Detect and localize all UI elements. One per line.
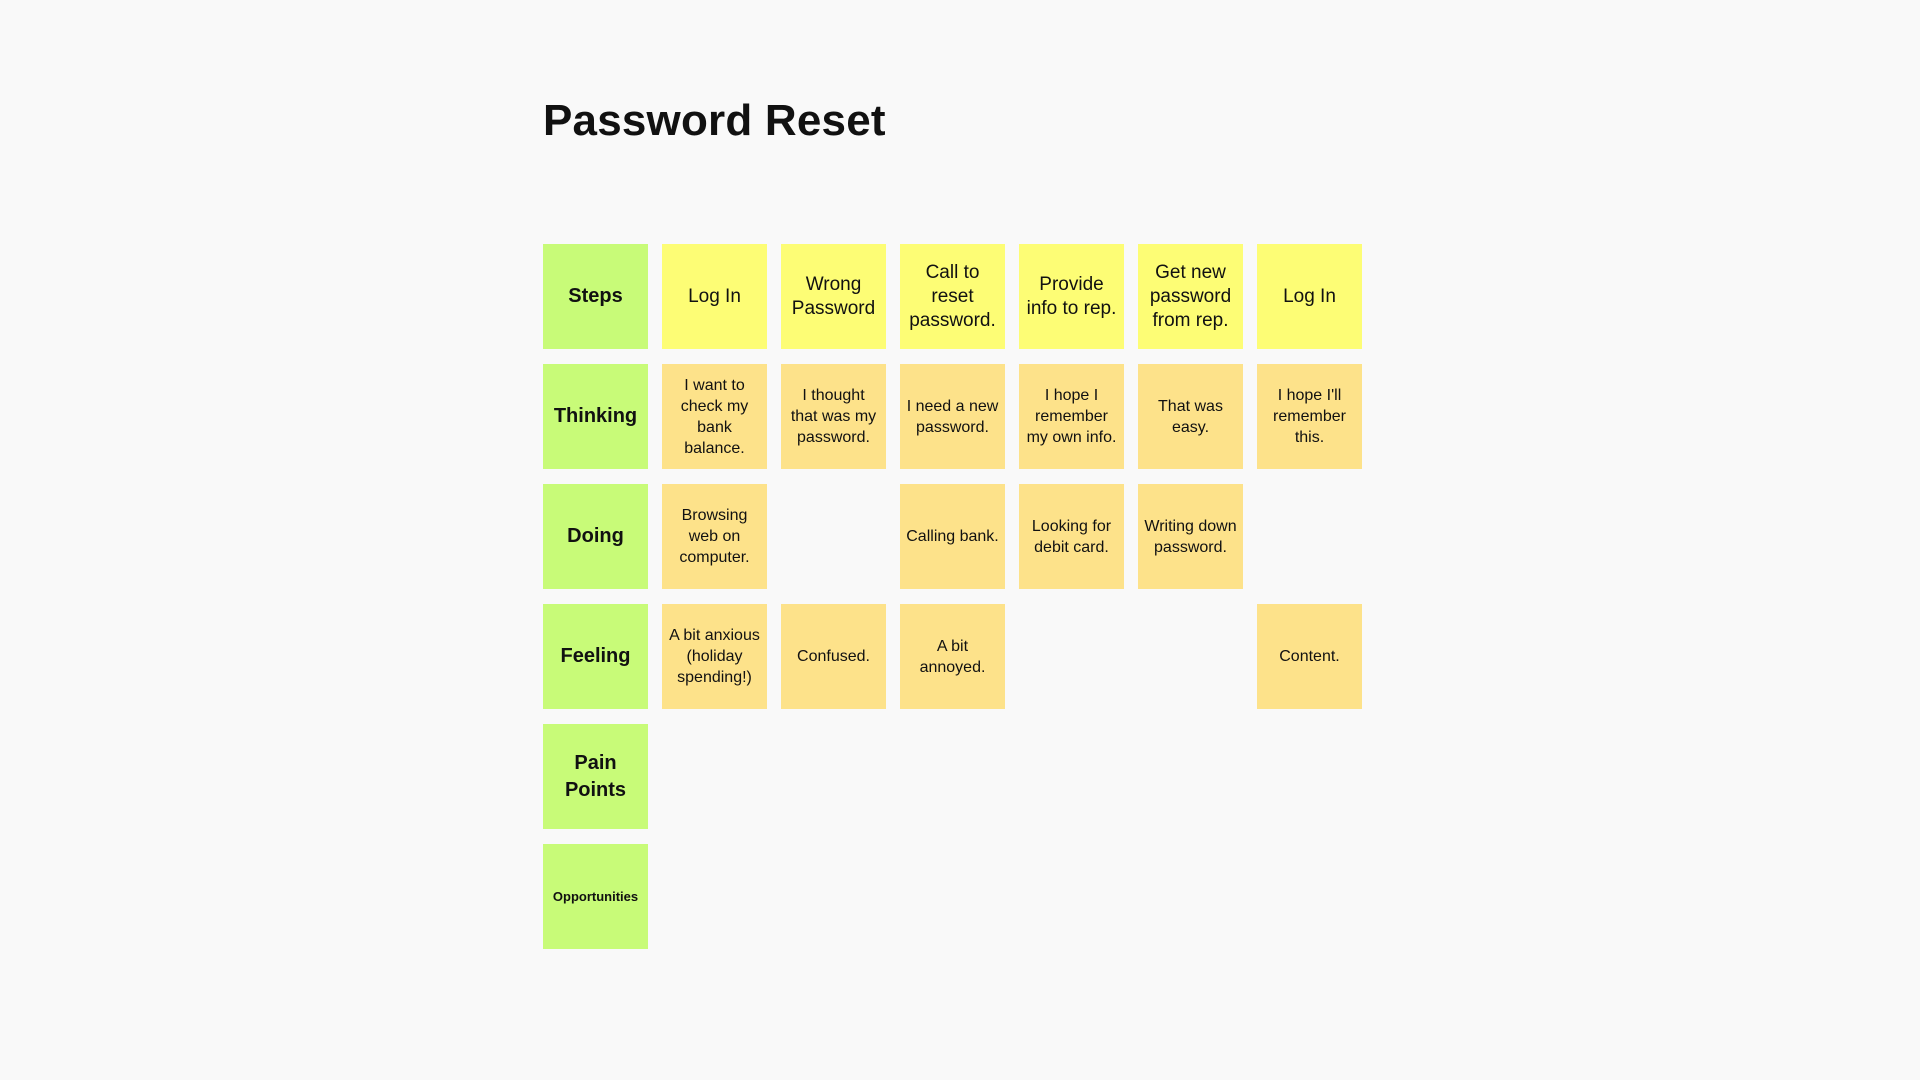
row-thinking: Thinking I want to check my bank balance… <box>543 364 1376 469</box>
row-feeling: Feeling A bit anxious (holiday spending!… <box>543 604 1376 709</box>
step-note[interactable]: Log In <box>662 244 767 349</box>
row-label-opportunities[interactable]: Opportunities <box>543 844 648 949</box>
row-opportunities: Opportunities <box>543 844 1376 949</box>
doing-note[interactable]: Writing down password. <box>1138 484 1243 589</box>
row-label-pain-points[interactable]: Pain Points <box>543 724 648 829</box>
thinking-note[interactable]: I hope I'll remember this. <box>1257 364 1362 469</box>
thinking-note[interactable]: I need a new password. <box>900 364 1005 469</box>
feeling-note[interactable]: Confused. <box>781 604 886 709</box>
thinking-note[interactable]: I thought that was my password. <box>781 364 886 469</box>
step-note[interactable]: Log In <box>1257 244 1362 349</box>
doing-note[interactable]: Browsing web on computer. <box>662 484 767 589</box>
row-pain-points: Pain Points <box>543 724 1376 829</box>
empty-slot <box>781 484 886 589</box>
feeling-note[interactable]: A bit annoyed. <box>900 604 1005 709</box>
doing-note[interactable]: Looking for debit card. <box>1019 484 1124 589</box>
journey-map-board: Steps Log In Wrong Password Call to rese… <box>543 244 1376 964</box>
thinking-note[interactable]: That was easy. <box>1138 364 1243 469</box>
page-title: Password Reset <box>543 96 886 145</box>
feeling-note[interactable]: Content. <box>1257 604 1362 709</box>
row-doing: Doing Browsing web on computer. Calling … <box>543 484 1376 589</box>
step-note[interactable]: Provide info to rep. <box>1019 244 1124 349</box>
doing-note[interactable]: Calling bank. <box>900 484 1005 589</box>
step-note[interactable]: Wrong Password <box>781 244 886 349</box>
thinking-note[interactable]: I hope I remember my own info. <box>1019 364 1124 469</box>
row-label-thinking[interactable]: Thinking <box>543 364 648 469</box>
thinking-note[interactable]: I want to check my bank balance. <box>662 364 767 469</box>
row-label-steps[interactable]: Steps <box>543 244 648 349</box>
empty-slot <box>1138 604 1243 709</box>
feeling-note[interactable]: A bit anxious (holiday spending!) <box>662 604 767 709</box>
empty-slot <box>1019 604 1124 709</box>
empty-slot <box>1257 484 1362 589</box>
step-note[interactable]: Get new password from rep. <box>1138 244 1243 349</box>
row-label-doing[interactable]: Doing <box>543 484 648 589</box>
row-steps: Steps Log In Wrong Password Call to rese… <box>543 244 1376 349</box>
step-note[interactable]: Call to reset password. <box>900 244 1005 349</box>
row-label-feeling[interactable]: Feeling <box>543 604 648 709</box>
